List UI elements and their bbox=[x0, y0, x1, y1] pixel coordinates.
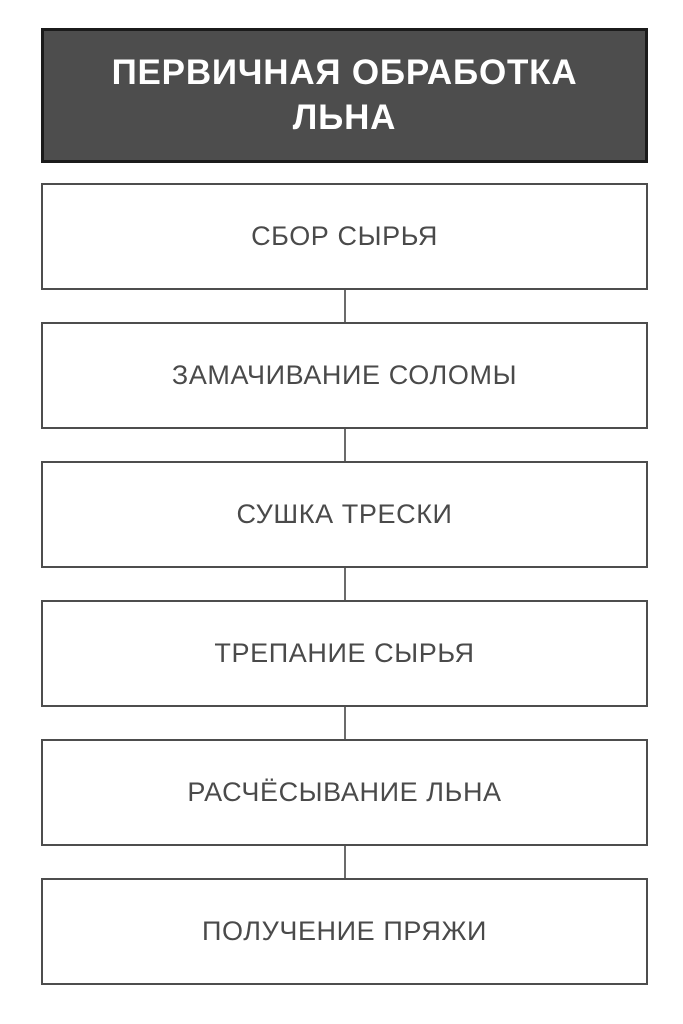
process-step-label-3: СУШКА ТРЕСКИ bbox=[236, 499, 453, 530]
connector-line-icon bbox=[344, 290, 346, 322]
process-step-label-5: РАСЧЁСЫВАНИЕ ЛЬНА bbox=[187, 777, 502, 808]
process-step-stack: СБОР СЫРЬЯ ЗАМАЧИВАНИЕ СОЛОМЫ СУШКА ТРЕС… bbox=[41, 183, 648, 985]
process-step-box-6[interactable]: ПОЛУЧЕНИЕ ПРЯЖИ bbox=[41, 878, 648, 985]
process-step-row: СУШКА ТРЕСКИ bbox=[41, 461, 648, 568]
connector-1-2 bbox=[41, 290, 648, 322]
flowchart-title-box: ПЕРВИЧНАЯ ОБРАБОТКА ЛЬНА bbox=[41, 28, 648, 163]
connector-line-icon bbox=[344, 429, 346, 461]
process-step-box-2[interactable]: ЗАМАЧИВАНИЕ СОЛОМЫ bbox=[41, 322, 648, 429]
process-step-box-4[interactable]: ТРЕПАНИЕ СЫРЬЯ bbox=[41, 600, 648, 707]
process-step-box-1[interactable]: СБОР СЫРЬЯ bbox=[41, 183, 648, 290]
process-step-label-2: ЗАМАЧИВАНИЕ СОЛОМЫ bbox=[171, 360, 518, 391]
process-step-box-5[interactable]: РАСЧЁСЫВАНИЕ ЛЬНА bbox=[41, 739, 648, 846]
process-step-box-3[interactable]: СУШКА ТРЕСКИ bbox=[41, 461, 648, 568]
connector-3-4 bbox=[41, 568, 648, 600]
connector-line-icon bbox=[344, 707, 346, 739]
process-step-label-6: ПОЛУЧЕНИЕ ПРЯЖИ bbox=[201, 916, 488, 947]
connector-line-icon bbox=[344, 568, 346, 600]
process-step-row: РАСЧЁСЫВАНИЕ ЛЬНА bbox=[41, 739, 648, 846]
process-step-row: СБОР СЫРЬЯ bbox=[41, 183, 648, 290]
flowchart-title-label: ПЕРВИЧНАЯ ОБРАБОТКА ЛЬНА bbox=[111, 52, 578, 137]
connector-5-6 bbox=[41, 846, 648, 878]
process-step-row: ПОЛУЧЕНИЕ ПРЯЖИ bbox=[41, 878, 648, 985]
process-step-label-4: ТРЕПАНИЕ СЫРЬЯ bbox=[214, 638, 475, 669]
connector-line-icon bbox=[344, 846, 346, 878]
process-step-row: ЗАМАЧИВАНИЕ СОЛОМЫ bbox=[41, 322, 648, 429]
connector-4-5 bbox=[41, 707, 648, 739]
process-step-label-1: СБОР СЫРЬЯ bbox=[251, 221, 438, 252]
connector-2-3 bbox=[41, 429, 648, 461]
process-step-row: ТРЕПАНИЕ СЫРЬЯ bbox=[41, 600, 648, 707]
